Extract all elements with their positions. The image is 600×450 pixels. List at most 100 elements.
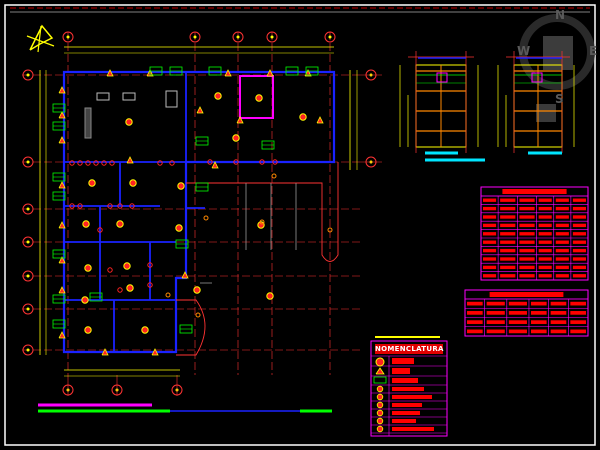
outlet-symbol-icon	[196, 106, 204, 114]
switch-symbol	[77, 203, 83, 209]
circuit-table-cell	[519, 265, 535, 270]
load-table-cell	[550, 320, 567, 324]
outlet-symbol-icon	[181, 271, 189, 279]
circuit-table-cell	[572, 215, 586, 219]
appliance	[122, 92, 136, 101]
load-table-cell	[570, 329, 586, 334]
switch-symbol	[129, 203, 135, 209]
circuit-table-cell	[555, 232, 569, 236]
axis-bubble	[22, 236, 34, 248]
outlet-symbol-icon	[58, 256, 66, 264]
circuit-table-cell	[483, 240, 497, 244]
exterior-walls	[62, 70, 336, 354]
circuit-table-cell	[538, 240, 552, 244]
axis-bubble	[324, 31, 336, 43]
nomenclature-title: NOMENCLATURA	[375, 344, 444, 354]
circuit-table-cell	[519, 206, 535, 211]
outlet-symbol-icon	[266, 69, 274, 77]
circuit-table-cell	[572, 274, 586, 278]
load-table-cell	[530, 311, 547, 315]
outlet-symbol-icon	[101, 348, 109, 356]
switch-symbol	[107, 267, 113, 273]
circuit-table-cell	[555, 215, 569, 219]
lamp-symbol-icon	[214, 92, 222, 100]
switch-symbol	[272, 159, 278, 165]
outlet-symbol-icon	[224, 69, 232, 77]
circuit-table-cell	[538, 265, 552, 270]
circuit-table-cell	[483, 198, 497, 202]
lamp-symbol-icon	[266, 292, 274, 300]
outlet-symbol-icon	[58, 181, 66, 189]
load-table-cell	[530, 301, 547, 306]
circuit-table-cell	[519, 232, 535, 236]
lamp-symbol-icon	[84, 264, 92, 272]
circuit-table-cell	[500, 265, 516, 270]
junction-dot	[327, 227, 333, 233]
circuit-table-cell	[555, 274, 569, 278]
circuit-table-cell	[555, 257, 569, 261]
circuit-table-cell	[500, 257, 516, 261]
circuit-table-cell	[572, 265, 586, 270]
load-table-title-bar	[489, 292, 564, 297]
legend-symbol-icon	[376, 417, 384, 425]
load-table-cell	[550, 311, 567, 315]
compass-south-label: S	[555, 92, 564, 106]
switch-symbol	[207, 159, 213, 165]
switch-symbol	[107, 203, 113, 209]
circuit-table-cell	[555, 206, 569, 211]
load-table-cell	[530, 329, 547, 334]
nomenclature-text-bar	[392, 411, 420, 415]
outlet-symbol-icon	[58, 286, 66, 294]
circuit-table-cell	[572, 232, 586, 236]
axis-bubble	[62, 31, 74, 43]
load-table-cell	[467, 320, 483, 324]
lamp-symbol-icon	[88, 179, 96, 187]
axis-dot	[26, 348, 30, 352]
load-table-cell	[508, 320, 527, 324]
junction-dot	[271, 173, 277, 179]
circuit-table-cell	[483, 206, 497, 211]
circuit-table-cell	[538, 223, 552, 228]
nomenclature-text-bar	[392, 403, 422, 407]
axis-dot	[26, 274, 30, 278]
nomenclature-border	[370, 340, 448, 437]
appliance	[165, 90, 178, 108]
circuit-table-cell	[538, 198, 552, 202]
load-table-cell	[530, 320, 547, 324]
circuit-table-cell	[483, 223, 497, 228]
circuit-table-cell	[538, 257, 552, 261]
lamp-symbol-icon	[82, 220, 90, 228]
nomenclature-text-bar	[392, 358, 414, 364]
nomenclature-text-bar	[392, 427, 434, 431]
load-table-border	[464, 289, 589, 337]
compass-north-label: N	[555, 8, 566, 22]
switch-symbol	[117, 203, 123, 209]
lamp-symbol-icon	[232, 134, 240, 142]
outlet-symbol-icon	[151, 348, 159, 356]
outlet-symbol-icon	[58, 221, 66, 229]
switch-symbol	[85, 160, 91, 166]
load-table-cell	[467, 301, 483, 306]
circuit-table-cell	[519, 248, 535, 253]
load-table-cell	[508, 311, 527, 315]
circuit-table-cell	[572, 206, 586, 211]
lamp-symbol-icon	[123, 262, 131, 270]
tower-elevations	[399, 51, 575, 162]
lamp-symbol-icon	[129, 179, 137, 187]
switch-symbol	[147, 282, 153, 288]
north-arrow-stroke	[26, 35, 55, 47]
lamp-symbol-icon	[81, 296, 89, 304]
load-table-cell	[570, 311, 586, 315]
circuit-table-cell	[500, 198, 516, 202]
circuit-table-cell	[519, 240, 535, 244]
garden-outline	[176, 299, 206, 356]
junction-dot	[165, 292, 171, 298]
circuit-table-cell	[500, 206, 516, 211]
circuit-table-cell	[555, 198, 569, 202]
outlet-symbol-icon	[58, 86, 66, 94]
circuit-table-cell	[572, 198, 586, 202]
circuit-table-cell	[500, 215, 516, 219]
load-table-cell	[508, 301, 527, 306]
outlet-symbol-icon	[58, 331, 66, 339]
